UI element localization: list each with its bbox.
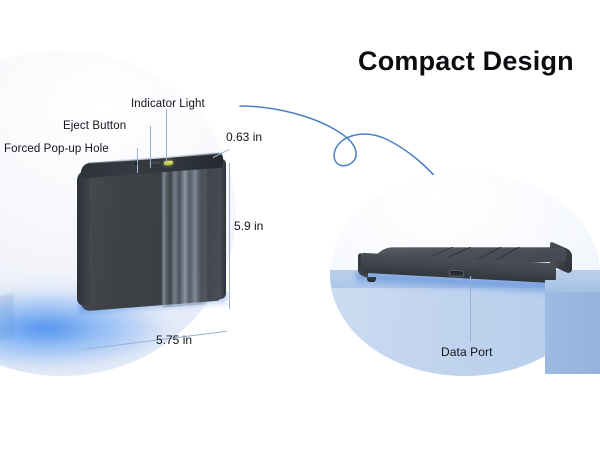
page-title: Compact Design (358, 46, 574, 76)
looping-connector-arrow (239, 105, 439, 181)
callout-label-forced-pop-up-hole: Forced Pop-up Hole (4, 143, 109, 155)
callout-label-eject-button: Eject Button (63, 120, 127, 132)
data-port-feature (449, 269, 464, 277)
flat-drive-foot (367, 277, 376, 282)
drive-stripe-band (161, 164, 207, 308)
dimension-line-height (229, 163, 230, 309)
dimension-label-depth: 0.63 in (226, 130, 263, 144)
callout-label-indicator-light: Indicator Light (131, 98, 205, 110)
callout-label-data-port: Data Port (441, 345, 493, 359)
pedestal-overflow-face (545, 292, 600, 374)
leader-line-indicator-light (166, 109, 167, 164)
leader-line-eject-button (150, 126, 151, 168)
drive-left-spine (77, 169, 89, 307)
flat-drive-render (350, 232, 578, 298)
leader-line-data-port (470, 276, 471, 342)
dimension-label-width: 5.75 in (156, 333, 193, 347)
dimension-label-height: 5.9 in (234, 219, 264, 233)
leader-line-forced-pop-up-hole (137, 148, 138, 173)
upright-drive-render (75, 151, 227, 318)
